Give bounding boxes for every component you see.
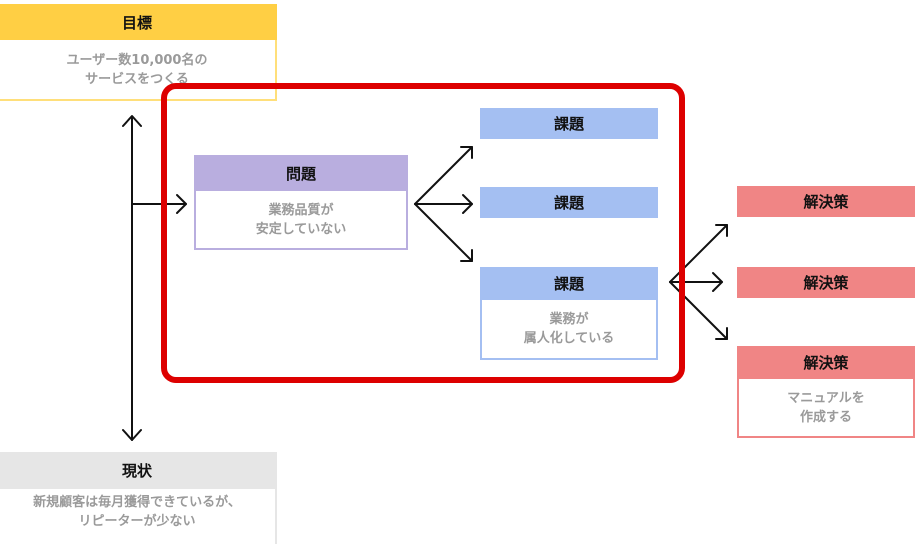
solution-box-1: 解決策 — [737, 186, 915, 217]
highlight-frame — [161, 83, 685, 383]
issue-box-2: 課題 — [480, 187, 658, 218]
arrow-down-icon — [122, 429, 142, 441]
solution-title: 解決策 — [803, 193, 849, 211]
issue-title: 課題 — [553, 115, 584, 133]
problem-box: 問題 業務品質が 安定していない — [194, 155, 408, 250]
problem-title: 問題 — [194, 155, 408, 191]
issue-description: 業務が 属人化している — [482, 300, 656, 358]
issue-to-solution-1 — [669, 224, 728, 283]
issue-title: 課題 — [553, 194, 584, 212]
problem-to-issue-1 — [414, 146, 473, 205]
arrow-up-icon — [122, 115, 142, 127]
current-title: 現状 — [0, 452, 277, 489]
problem-to-issue-3 — [414, 203, 473, 262]
solution-title: 解決策 — [803, 274, 849, 292]
goal-box: 目標 ユーザー数10,000名の サービスをつくる — [0, 4, 277, 101]
solution-description: マニュアルを 作成する — [739, 379, 913, 436]
current-description: 新規顧客は毎月獲得できているが、 リピーターが少ない — [0, 489, 275, 544]
arrow-right-icon — [176, 194, 187, 214]
current-box: 現状 新規顧客は毎月獲得できているが、 リピーターが少ない — [0, 452, 277, 544]
solution-box-3: 解決策 マニュアルを 作成する — [737, 346, 915, 438]
issue-box-1: 課題 — [480, 108, 658, 139]
goal-description: ユーザー数10,000名の サービスをつくる — [0, 40, 275, 99]
issue-box-3: 課題 業務が 属人化している — [480, 267, 658, 360]
solution-box-2: 解決策 — [737, 267, 915, 298]
issue-title: 課題 — [480, 267, 658, 300]
problem-description: 業務品質が 安定していない — [196, 191, 406, 248]
solution-title: 解決策 — [737, 346, 915, 379]
goal-title: 目標 — [0, 4, 277, 40]
issue-to-solution-3 — [669, 281, 728, 340]
